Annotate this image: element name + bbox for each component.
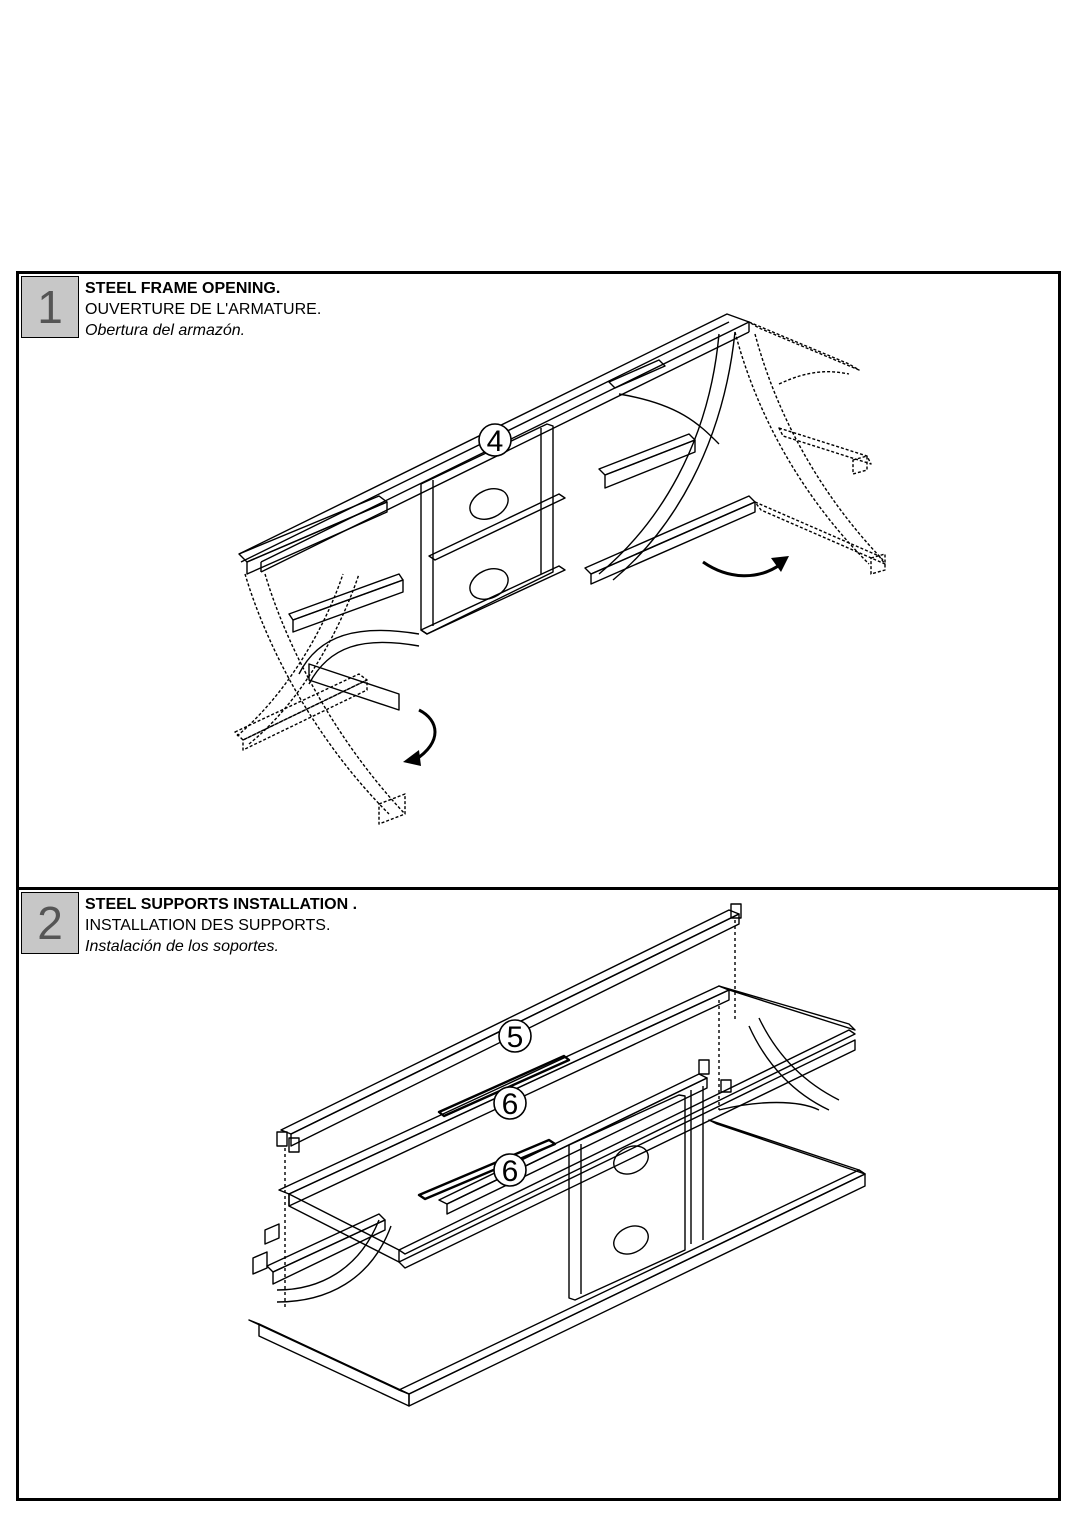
center-panel (420, 423, 566, 635)
step-1-captions: STEEL FRAME OPENING. OUVERTURE DE L'ARMA… (85, 278, 321, 341)
callout-6b-label: 6 (502, 1155, 519, 1188)
rotation-arrows (414, 560, 782, 762)
step-1-title-en: STEEL FRAME OPENING. (85, 280, 281, 297)
callout-6a-label: 6 (502, 1088, 519, 1121)
step-2-title-fr: INSTALLATION DES SUPPORTS. (85, 917, 331, 934)
step-1-illustration: 4 (234, 313, 886, 825)
support-rail-5 (276, 903, 742, 1153)
right-rear-frame (734, 321, 886, 575)
center-cabinet (568, 1086, 704, 1301)
arrow-head-right (771, 556, 789, 572)
step-1-number: 1 (21, 276, 79, 338)
step-2-title-es: Instalación de los soportes. (85, 938, 279, 955)
upper-frame (278, 985, 856, 1269)
instruction-frame: 1 STEEL FRAME OPENING. OUVERTURE DE L'AR… (16, 271, 1061, 1501)
step-2-panel: 2 STEEL SUPPORTS INSTALLATION . INSTALLA… (19, 890, 1058, 1498)
bottom-frame (248, 1119, 866, 1407)
callout-4-circle (478, 423, 512, 457)
left-crossbars (288, 573, 420, 711)
callout-4-label: 4 (487, 425, 504, 458)
step-2-number: 2 (21, 892, 79, 954)
callout-5-circle (498, 1019, 532, 1053)
callout-6a-circle (493, 1086, 527, 1120)
step-2-captions: STEEL SUPPORTS INSTALLATION . INSTALLATI… (85, 894, 357, 957)
left-top-bracket (238, 495, 388, 575)
right-leg (718, 1017, 840, 1111)
callout-5-label: 5 (507, 1021, 524, 1054)
alignment-guides (284, 920, 736, 1310)
step-2-illustration: 5 6 6 (248, 903, 866, 1407)
step-divider (19, 887, 1058, 890)
step-1-panel: 1 STEEL FRAME OPENING. OUVERTURE DE L'AR… (19, 274, 1058, 887)
callout-6b-circle (493, 1153, 527, 1187)
step-1-title-fr: OUVERTURE DE L'ARMATURE. (85, 301, 322, 318)
step-2-title-en: STEEL SUPPORTS INSTALLATION . (85, 896, 358, 913)
right-x-leg (584, 331, 756, 585)
left-x-leg (234, 573, 406, 825)
left-leg (252, 1213, 392, 1303)
step-1-title-es: Obertura del armazón. (85, 322, 246, 339)
arrow-head-left (403, 750, 421, 766)
